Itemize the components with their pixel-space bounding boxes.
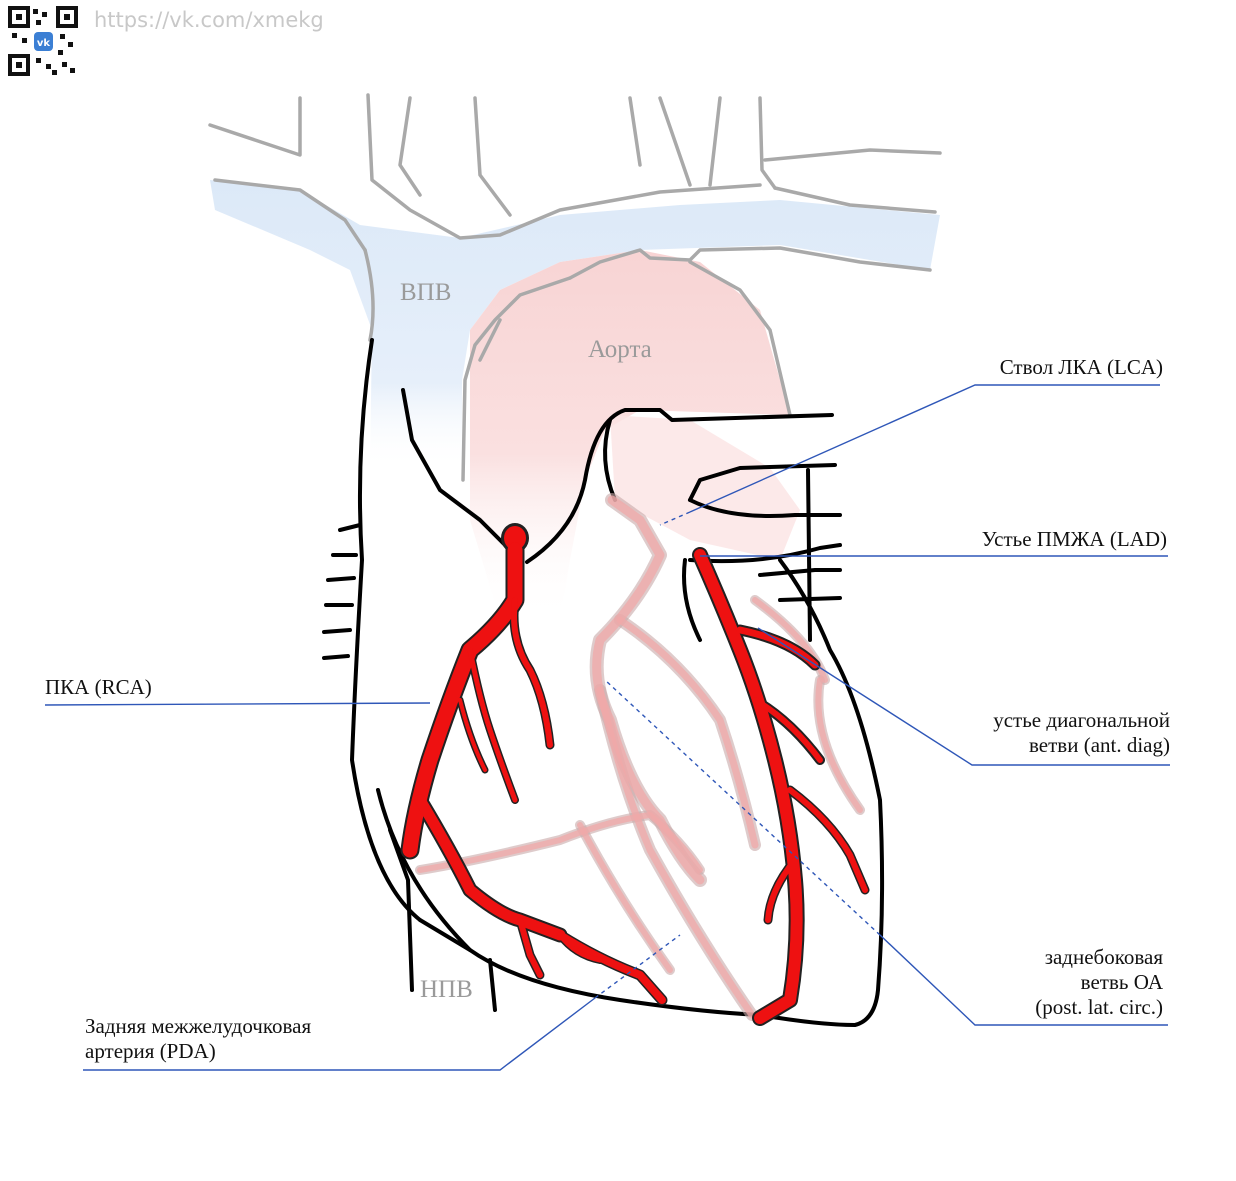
leader-lines <box>44 384 1170 1071</box>
callout-plc-line-2: ветвь ОА <box>1081 970 1164 994</box>
aorta-shading <box>470 250 790 620</box>
callout-rca-line-1: ПКА (RCA) <box>45 675 152 699</box>
leader-diag <box>757 627 1170 766</box>
leader-rca <box>44 702 431 706</box>
heart-outline <box>322 338 885 1027</box>
ivc-label: НПВ <box>420 976 473 1003</box>
callout-rca: ПКА (RCA) <box>45 675 152 699</box>
callout-diag-line-1: устье диагональной <box>993 708 1170 732</box>
great-vessel-outlines <box>208 93 942 482</box>
leader-lca-dash <box>659 511 691 526</box>
svc-label: ВПВ <box>400 279 451 306</box>
leader-plc <box>879 934 1168 1026</box>
callout-plc: заднебоковая ветвь ОА (post. lat. circ.) <box>1035 945 1164 1019</box>
pulmonary-shading <box>610 415 800 560</box>
callout-pda-line-2: артерия (PDA) <box>85 1039 216 1063</box>
callout-lca: Ствол ЛКА (LCA) <box>1000 355 1163 379</box>
aorta-label: Аорта <box>588 336 652 363</box>
svc-shading <box>210 180 940 470</box>
watermark: vk https://vk.com/xmekg <box>8 6 324 76</box>
watermark-url: https://vk.com/xmekg <box>94 8 324 32</box>
callout-pda: Задняя межжелудочковая артерия (PDA) <box>85 1014 311 1063</box>
leader-pda <box>83 997 596 1071</box>
svg-text:vk: vk <box>37 38 51 49</box>
callout-lca-line-1: Ствол ЛКА (LCA) <box>1000 355 1163 379</box>
right-coronary-artery <box>400 523 668 1006</box>
leader-lca <box>689 384 1160 513</box>
posterior-arteries <box>415 493 865 1021</box>
callout-plc-line-3: (post. lat. circ.) <box>1035 995 1163 1019</box>
callout-pda-line-1: Задняя межжелудочковая <box>85 1014 311 1038</box>
callout-plc-line-1: заднебоковая <box>1045 945 1164 969</box>
leader-pda-dash <box>594 934 681 999</box>
callout-diag: устье диагональной ветви (ant. diag) <box>993 708 1170 757</box>
callout-lad: Устье ПМЖА (LAD) <box>982 527 1167 551</box>
leader-plc-dash <box>604 679 881 936</box>
callout-diag-line-2: ветви (ant. diag) <box>1029 733 1170 757</box>
qr-code-icon <box>8 6 78 76</box>
callout-lad-line-1: Устье ПМЖА (LAD) <box>982 527 1167 551</box>
vk-logo-icon: vk <box>34 32 53 51</box>
